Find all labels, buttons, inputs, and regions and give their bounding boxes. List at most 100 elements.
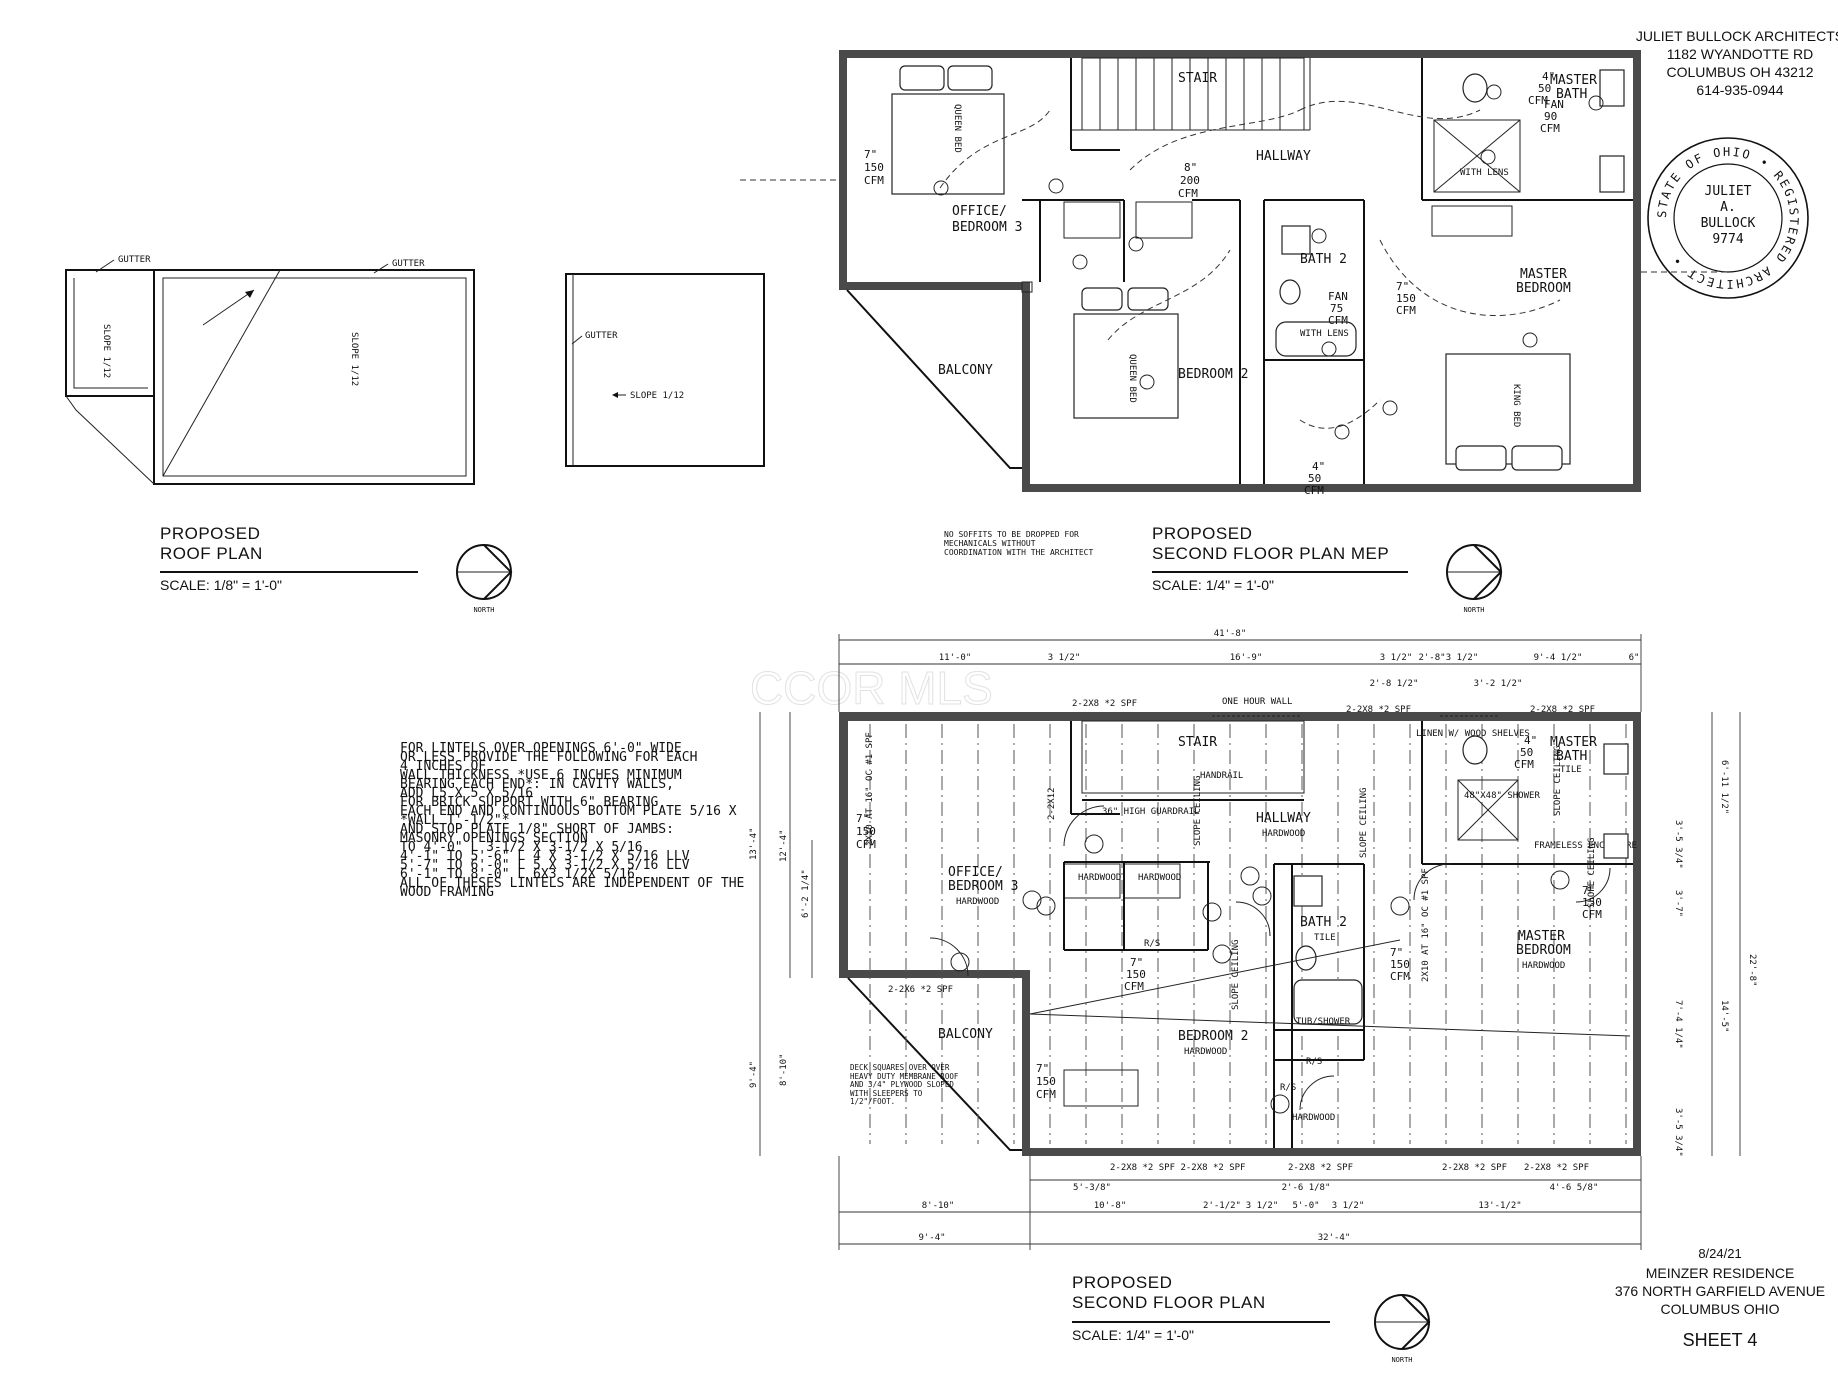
- fan4c: CFM: [1540, 122, 1560, 135]
- mep-title2: SECOND FLOOR PLAN MEP: [1152, 544, 1389, 563]
- lintel-note-line: BEARING EACH END*: IN CAVITY WALLS,: [400, 777, 674, 792]
- mep-bath2: BATH 2: [1300, 252, 1347, 267]
- fan6a: 7": [1396, 280, 1409, 293]
- mep-with-lens-1: WITH LENS: [1460, 168, 1509, 178]
- door-tag: [950, 952, 970, 972]
- lintel-note-line: TO 4'-0" L 3-1/2 X 3-1/2 X 5/16: [400, 840, 643, 855]
- dim-right-4: 14'-5": [1719, 1000, 1729, 1033]
- lintel-note-line: *WALL T'-1/2"*: [400, 813, 510, 828]
- dim-right-6: 3'-7": [1673, 890, 1683, 917]
- dim-bot-e2: 2'-6 1/8": [1282, 1183, 1331, 1193]
- fp-fan3b: 50: [1520, 746, 1533, 759]
- fan7c: CFM: [1304, 484, 1324, 497]
- project-block: 8/24/21 MEINZER RESIDENCE 376 NORTH GARF…: [1615, 1246, 1825, 1350]
- mep-note: NO SOFFITS TO BE DROPPED FOR MECHANICALS…: [944, 530, 1093, 557]
- north-label-2: NORTH: [1463, 606, 1484, 614]
- fan3c: CFM: [1528, 94, 1548, 107]
- dim-bot-e3: 4'-6 5/8": [1550, 1183, 1599, 1193]
- mep-queen-bed-2: QUEEN BED: [1127, 354, 1137, 403]
- fp-title2: SECOND FLOOR PLAN: [1072, 1293, 1266, 1312]
- door-tag: [1022, 890, 1042, 910]
- dim-left-2: 12'-4": [779, 829, 789, 862]
- fan7b: 50: [1308, 472, 1321, 485]
- fp-fan3a: 4": [1524, 734, 1537, 747]
- mep-title1: PROPOSED: [1152, 524, 1252, 543]
- fp-scale: SCALE: 1/4" = 1'-0": [1072, 1327, 1194, 1343]
- fp-fan1b-2: 150: [1036, 1075, 1056, 1088]
- door-tag: [1084, 834, 1104, 854]
- lintel-note-line: 5'-7" TO 6'-0" L 5 X 3-1/2 X 5/16 LLV: [400, 858, 690, 873]
- door-tag: [1390, 896, 1410, 916]
- architect-seal: STATE OF OHIO • REGISTERED ARCHITECT • J…: [1647, 137, 1809, 299]
- fp-rs-3: R/S: [1144, 939, 1160, 949]
- seal-outer-ring: [1647, 137, 1809, 299]
- fp-master-bath2: BATH: [1556, 749, 1587, 764]
- dim-right-2: 6'-11 1/2": [1719, 760, 1729, 814]
- fp-bedroom2: BEDROOM 2: [1178, 1029, 1248, 1044]
- roof-plan-title2: ROOF PLAN: [160, 544, 263, 563]
- fp-balcony: BALCONY: [938, 1027, 993, 1042]
- fp-joist-label-1: 2X10 AT 16" OC #1 SPF: [865, 732, 875, 846]
- fp-fan1a-2: 7": [1036, 1062, 1049, 1075]
- floor-plan: 41'-8" 11'-0" 3 1/2" 16'-9" 3 1/2" 2'-8"…: [749, 629, 1757, 1343]
- lintel-note-line: ALL OF THESES LINTELS ARE INDEPENDENT OF…: [400, 876, 744, 891]
- dim-left-1: 13'-4": [749, 827, 759, 860]
- mep-master-bed: MASTER: [1520, 267, 1567, 282]
- roof-right: [565, 273, 765, 467]
- fan6c: CFM: [1396, 304, 1416, 317]
- fan1c: CFM: [864, 174, 884, 187]
- door-tag: [1270, 1094, 1290, 1114]
- door-tag: [1036, 896, 1056, 916]
- fan4a: FAN: [1544, 98, 1564, 111]
- fp-master-bed-floor: HARDWOOD: [1522, 961, 1565, 971]
- project-street: 376 NORTH GARFIELD AVENUE: [1615, 1283, 1825, 1299]
- dim-bot-1: 8'-10": [922, 1201, 955, 1211]
- lintel-note-line: OR LESS PROVIDE THE FOLLOWING FOR EACH: [400, 750, 697, 765]
- fp-shower: 48"X48" SHOWER: [1464, 791, 1540, 801]
- fp-fan1c-2: CFM: [1036, 1088, 1056, 1101]
- dim-right-7: 3'-5 3/4": [1673, 1108, 1683, 1157]
- roof-slope-3: SLOPE 1/12: [630, 391, 684, 401]
- lintel-note-line: 6'-1" TO 8'-0" L 6X3 1/2X 5/16: [400, 867, 635, 882]
- firm-name: JULIET BULLOCK ARCHITECTS: [1636, 28, 1838, 44]
- mep-master-bath2: BATH: [1556, 87, 1587, 102]
- fp-joist-label-2: 2X10 AT 16" OC #1 SPF: [1421, 868, 1431, 982]
- fp-slope-ceiling-5: SLOPE CEILING: [1587, 838, 1597, 908]
- dim-left-4: 9'-4": [749, 1061, 759, 1088]
- roof-left-main: [153, 269, 475, 485]
- lintel-note-line: 4 INCHES OF: [400, 759, 486, 774]
- north-label-3: NORTH: [1391, 1356, 1412, 1364]
- dim-right-1: 22'-8": [1747, 954, 1757, 987]
- lintel-note-line: WALL THICKNESS *USE 6 INCHES MINIMUM: [400, 768, 682, 783]
- gutter-label-1: GUTTER: [118, 255, 151, 265]
- door-tags: [950, 834, 1570, 1114]
- fp-fan1b-3: 150: [1582, 896, 1602, 909]
- fan5b: 75: [1330, 302, 1343, 315]
- fp-closet3-floor: HARDWOOD: [1292, 1113, 1335, 1123]
- dim-top-8: 6": [1629, 653, 1640, 663]
- mep-master-bath: MASTER: [1550, 73, 1597, 88]
- fp-fan1b: 150: [856, 825, 876, 838]
- fp-bedroom2-floor: HARDWOOD: [1184, 1047, 1227, 1057]
- fp-master-bath-floor: TILE: [1560, 765, 1582, 775]
- fan7a: 4": [1312, 460, 1325, 473]
- fan5c: CFM: [1328, 314, 1348, 327]
- fp-stair: STAIR: [1178, 735, 1217, 750]
- mep-hallway: HALLWAY: [1256, 149, 1311, 164]
- fan3b: 50: [1538, 82, 1551, 95]
- header-9: 2-2X12: [1047, 787, 1057, 820]
- fp-office2: BEDROOM 3: [948, 879, 1018, 894]
- fp-fan6b: 150: [1126, 968, 1146, 981]
- header-1: 2-2X8 *2 SPF: [1072, 699, 1137, 709]
- fp-fan3c: CFM: [1514, 758, 1534, 771]
- roof-plan: GUTTER GUTTER SLOPE 1/12 SLOPE 1/12 GUTT…: [65, 255, 765, 593]
- seal-inner-ring: [1673, 163, 1783, 273]
- gutter-label-3: GUTTER: [585, 331, 618, 341]
- fp-closet2-floor: HARDWOOD: [1138, 873, 1181, 883]
- mep-balcony: BALCONY: [938, 363, 993, 378]
- dim-right-3: 3'-5 3/4": [1673, 820, 1683, 869]
- fp-bath2: BATH 2: [1300, 915, 1347, 930]
- mep-plan: STAIR QUEEN BED QUEEN BED KING BED: [740, 50, 1730, 593]
- fp-office: OFFICE/: [948, 865, 1003, 880]
- firm-address2: COLUMBUS OH 43212: [1666, 64, 1813, 80]
